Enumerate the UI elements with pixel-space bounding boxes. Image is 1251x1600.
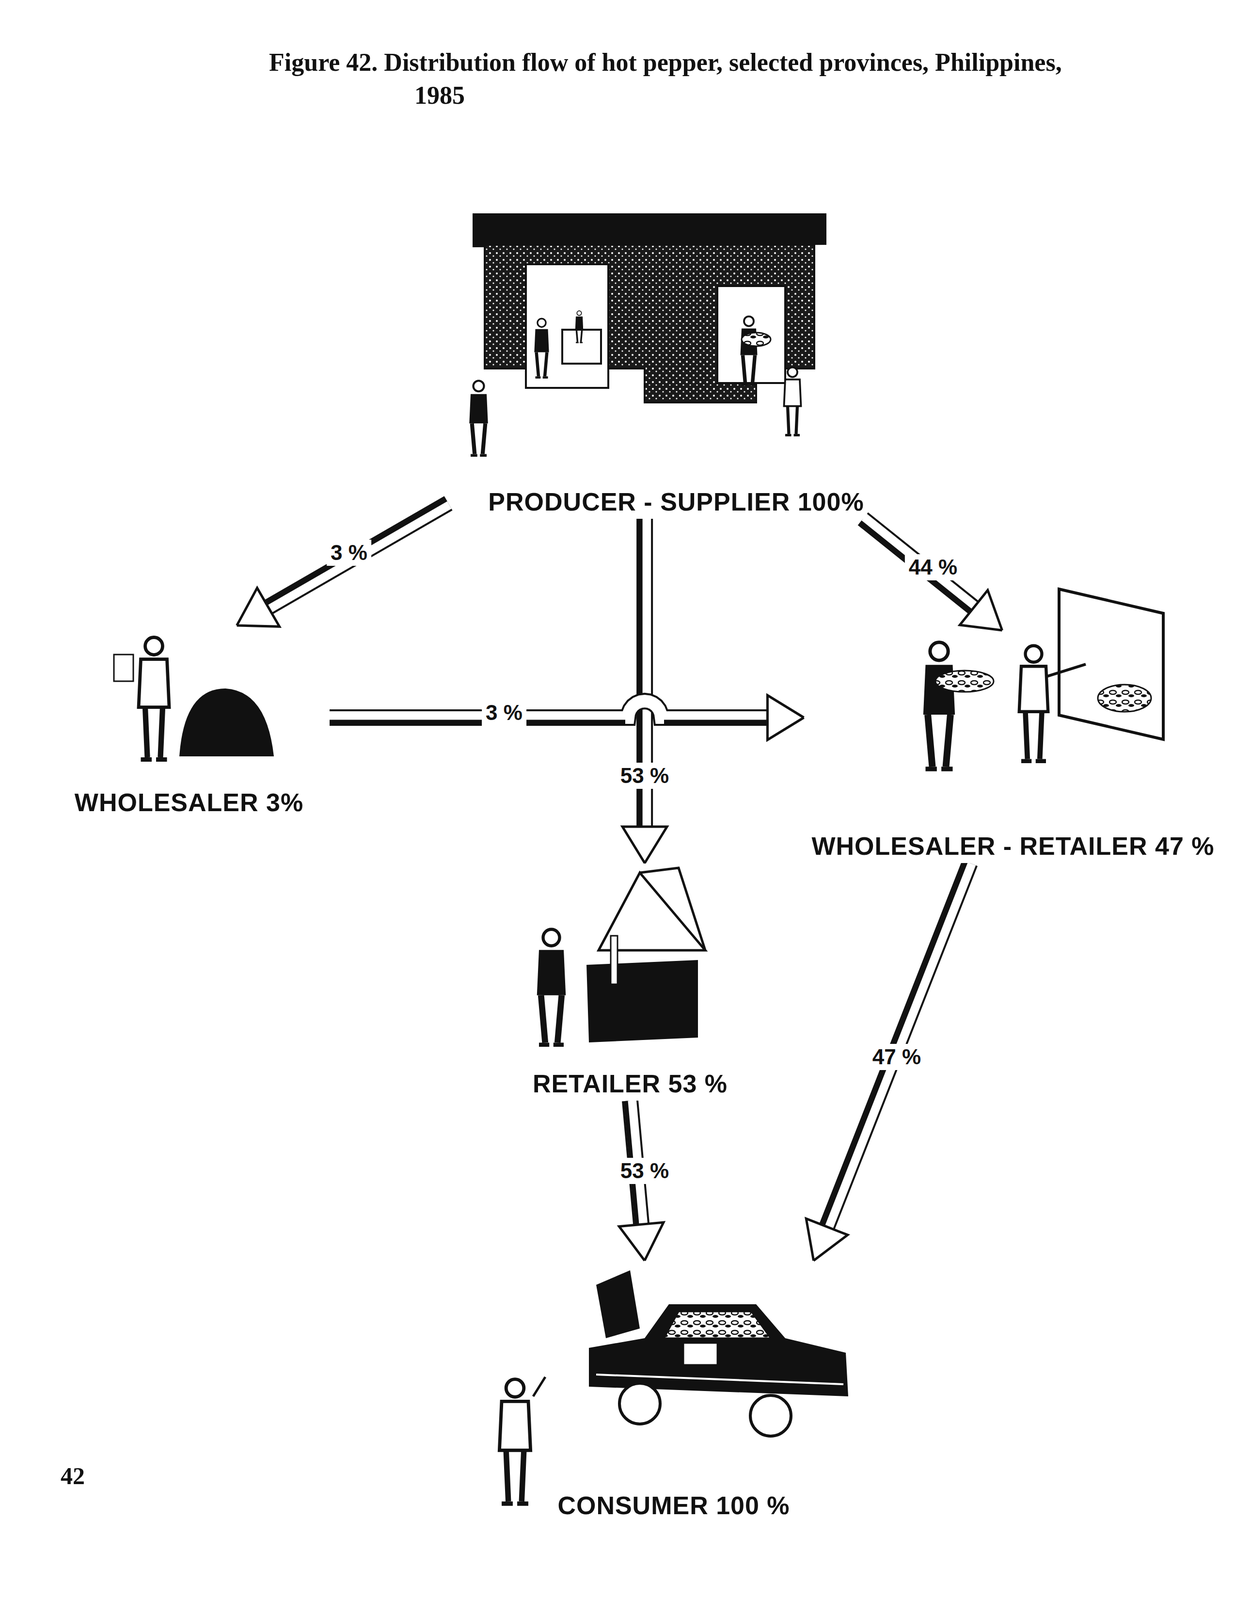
figure-title: Figure 42. Distribution flow of hot pepp… — [269, 46, 1064, 112]
arrow-head — [959, 589, 1002, 631]
arrow-head — [618, 1221, 664, 1261]
illustration-part — [596, 1374, 844, 1384]
arrow-body — [329, 700, 770, 718]
illustration-part — [1097, 684, 1152, 712]
flow-percentage: 53 % — [616, 1157, 673, 1184]
illustration-part — [469, 380, 489, 456]
arrow-head — [622, 826, 667, 863]
illustration-part — [750, 1394, 792, 1436]
illustration-part — [717, 285, 786, 383]
arrow-shade — [664, 719, 770, 725]
producer-node: PRODUCER - SUPPLIER 100% — [448, 208, 904, 519]
flow-percentage: 44 % — [904, 554, 962, 581]
flow-arrow — [622, 518, 667, 863]
page-number: 42 — [60, 1461, 85, 1490]
illustration-part — [935, 670, 994, 692]
illustration-part — [586, 959, 698, 1043]
arrow-head — [806, 1218, 848, 1261]
flow-percentage: 3 % — [326, 539, 372, 566]
illustration-part — [575, 310, 584, 343]
flow-percentage: 47 % — [868, 1043, 925, 1070]
wholesaler-retailer-node: WHOLESALER - RETAILER 47 % — [803, 630, 1222, 863]
illustration-part — [179, 688, 274, 757]
illustration-part — [610, 935, 618, 984]
illustration-part — [113, 654, 134, 681]
arrow-outline — [862, 518, 976, 609]
arrow-outline — [826, 862, 971, 1229]
flow-arrow — [329, 695, 804, 740]
illustration-part — [639, 867, 706, 951]
illustration-part — [484, 244, 815, 403]
consumer-node: CONSUMER 100 % — [484, 1260, 863, 1522]
illustration-part — [1059, 588, 1164, 740]
illustration-part — [1046, 664, 1086, 677]
node-label: RETAILER 53 % — [529, 1067, 731, 1101]
illustration-part — [499, 1378, 531, 1504]
illustration-part — [537, 929, 567, 1045]
flow-arrow — [237, 499, 449, 627]
flow-percentage: 3 % — [481, 699, 527, 726]
arrow-shade — [822, 861, 966, 1227]
arrow-outline — [329, 700, 770, 718]
illustration-part — [741, 332, 771, 347]
node-label: WHOLESALER 3% — [71, 786, 307, 820]
warehouse-illustration — [469, 213, 827, 456]
illustration-part — [472, 213, 827, 248]
flow-arrow — [860, 518, 1003, 631]
arrow-body — [266, 503, 449, 608]
stall-window-illustration — [923, 588, 1164, 769]
illustration-part — [596, 1269, 640, 1338]
illustration-part — [619, 1382, 661, 1424]
flow-percentage: 53 % — [616, 762, 673, 789]
illustration-part — [923, 642, 955, 769]
arrow-body — [862, 518, 976, 609]
market-stall-illustration — [537, 867, 706, 1045]
node-label: CONSUMER 100 % — [554, 1488, 793, 1522]
illustration-part — [525, 264, 609, 388]
wholesaler-node: WHOLESALER 3% — [48, 625, 330, 820]
car-illustration — [499, 1269, 849, 1504]
illustration-part — [683, 1342, 718, 1365]
illustration-part — [1019, 645, 1049, 761]
arrow-body — [826, 862, 971, 1229]
flow-arrow — [806, 861, 970, 1261]
illustration-part — [534, 318, 549, 378]
arrow-head — [237, 587, 280, 627]
arrow-outline — [266, 503, 449, 608]
arrow-shade — [329, 719, 626, 725]
node-label: WHOLESALER - RETAILER 47 % — [808, 829, 1218, 863]
arrow-shade — [264, 499, 447, 604]
illustration-part — [740, 316, 758, 385]
illustration-part — [138, 637, 170, 760]
illustration-part — [533, 1376, 546, 1396]
arrow-head — [767, 695, 804, 740]
arrow-shade — [860, 522, 973, 613]
node-label: PRODUCER - SUPPLIER 100% — [485, 485, 867, 519]
illustration-part — [664, 1311, 771, 1338]
illustration-part — [784, 367, 802, 436]
wholesaler-illustration — [113, 637, 274, 760]
retailer-node: RETAILER 53 % — [504, 862, 757, 1101]
